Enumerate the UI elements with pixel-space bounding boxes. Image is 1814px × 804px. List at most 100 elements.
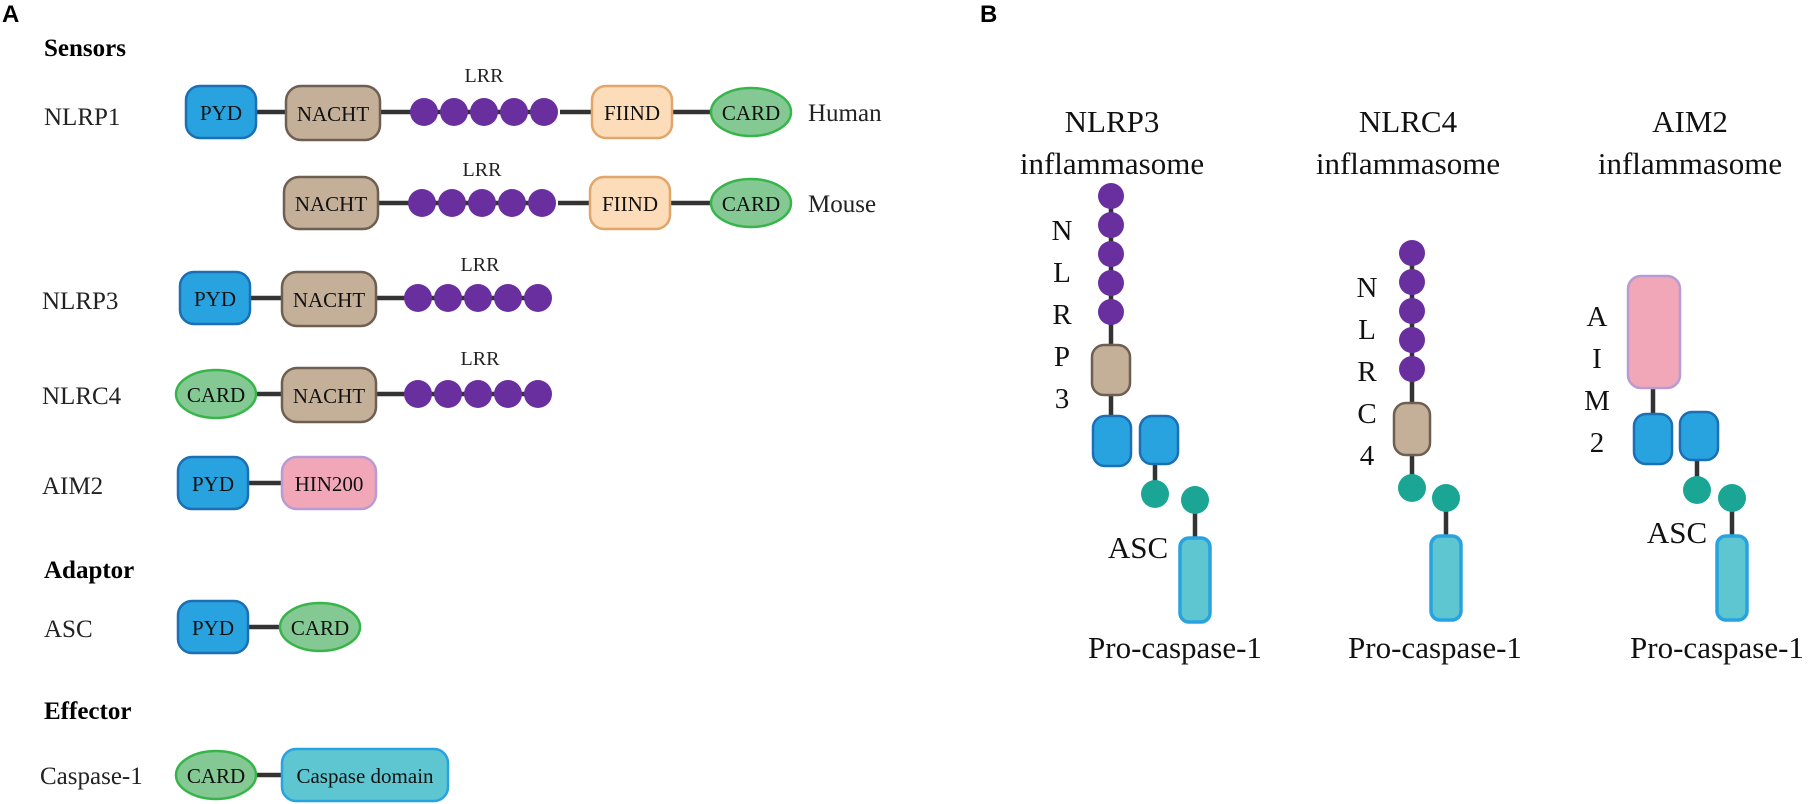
procaspase-label: Pro-caspase-1 (1348, 630, 1522, 665)
nlrc4-card (1398, 474, 1426, 502)
card-label: CARD (291, 616, 349, 640)
pyd-label: PYD (192, 472, 234, 496)
panel-a: Sensors NLRP1 PYD NACHT LRR FIIND (40, 35, 882, 803)
card-domain (174, 368, 258, 420)
vertical-letter: N (1052, 215, 1073, 247)
procaspase-body (1178, 536, 1212, 624)
species-mouse: Mouse (808, 191, 876, 218)
vertical-letter: M (1584, 385, 1610, 417)
heading-effector: Effector (44, 698, 131, 725)
nlrp1-human-row: NLRP1 PYD NACHT LRR FIIND CARD Human (44, 65, 882, 142)
pyd-label: PYD (194, 287, 236, 311)
complex-name: NLRC4 (1359, 104, 1458, 139)
hin200-domain (280, 455, 378, 511)
caspase1-row: Caspase-1 CARD Caspase domain (40, 747, 450, 803)
card-label: CARD (187, 764, 245, 788)
row-label-nlrp3: NLRP3 (42, 288, 118, 315)
card-domain (278, 601, 362, 653)
pyd-domain (1632, 412, 1674, 466)
panel-b: NLRP3 inflammasome N L R P 3 (1020, 104, 1804, 665)
vertical-letter: 4 (1360, 440, 1375, 472)
card-domain (709, 177, 793, 229)
asc-card (1683, 476, 1711, 504)
vertical-letter: L (1053, 257, 1071, 289)
pyd-domain (176, 455, 250, 511)
fiind-label: FIIND (604, 101, 660, 125)
complex-suffix: inflammasome (1020, 146, 1204, 181)
vertical-letter: P (1054, 341, 1070, 373)
lrr-domain (404, 380, 552, 408)
procaspase-body (1429, 534, 1463, 622)
nlrp3-inflammasome: NLRP3 inflammasome N L R P 3 (1020, 104, 1262, 665)
asc-label: ASC (1108, 530, 1168, 565)
hin200-label: HIN200 (295, 472, 364, 496)
nlrp3-row: NLRP3 PYD NACHT LRR (42, 254, 552, 328)
card-label: CARD (187, 383, 245, 407)
vertical-letter: R (1052, 299, 1072, 331)
asc-pyd-domain (1678, 410, 1720, 462)
procaspase-body (1715, 534, 1749, 622)
vertical-letter: 2 (1590, 427, 1605, 459)
lrr-domain (408, 189, 556, 217)
lrr-domain (410, 98, 558, 126)
nacht-domain (280, 270, 378, 328)
pyd-domain (178, 270, 252, 326)
nacht-domain (1090, 343, 1132, 397)
nacht-label: NACHT (295, 192, 368, 216)
nacht-label: NACHT (293, 384, 366, 408)
hin200-domain (1626, 274, 1682, 390)
complex-name: NLRP3 (1065, 104, 1160, 139)
heading-sensors: Sensors (44, 35, 126, 62)
vertical-letter: L (1358, 314, 1376, 346)
caspase-card (1718, 484, 1746, 512)
vertical-letter: R (1357, 356, 1377, 388)
species-human: Human (808, 100, 882, 127)
card-domain (174, 749, 258, 801)
pyd-domain (1091, 414, 1133, 468)
caspase-card (1432, 484, 1460, 512)
caspase-domain (280, 747, 450, 803)
asc-row: ASC PYD CARD (44, 599, 362, 655)
nacht-label: NACHT (293, 288, 366, 312)
aim2-inflammasome: AIM2 inflammasome A I M 2 ASC Pro-caspas… (1584, 104, 1804, 665)
asc-label: ASC (1647, 515, 1707, 550)
lrr-chain (1098, 183, 1124, 325)
asc-pyd-domain (1138, 414, 1180, 466)
vertical-letter: I (1592, 343, 1602, 375)
card-label: CARD (722, 192, 780, 216)
row-label-caspase1: Caspase-1 (40, 763, 143, 790)
nlrc4-inflammasome: NLRC4 inflammasome N L R C 4 Pro-caspase… (1316, 104, 1522, 665)
row-label-nlrc4: NLRC4 (42, 383, 122, 410)
pyd-domain (184, 84, 258, 140)
complex-suffix: inflammasome (1598, 146, 1782, 181)
panel-a-label: A (2, 1, 19, 28)
nacht-domain (282, 175, 380, 231)
pyd-label: PYD (200, 101, 242, 125)
pyd-label: PYD (192, 616, 234, 640)
procaspase-label: Pro-caspase-1 (1630, 630, 1804, 665)
row-label-asc: ASC (44, 616, 93, 643)
nacht-domain (284, 84, 382, 142)
row-label-aim2: AIM2 (42, 473, 103, 500)
vertical-letter: 3 (1055, 383, 1070, 415)
nacht-label: NACHT (297, 102, 370, 126)
lrr-chain (1399, 240, 1425, 382)
nlrc4-row: NLRC4 CARD NACHT LRR (42, 348, 552, 424)
lrr-domain (404, 284, 552, 312)
nlrp1-mouse-row: NACHT LRR FIIND CARD Mouse (282, 159, 876, 231)
lrr-label: LRR (461, 254, 501, 276)
nacht-domain (1392, 401, 1432, 457)
lrr-label: LRR (461, 348, 501, 370)
vertical-letter: N (1357, 272, 1378, 304)
procaspase-label: Pro-caspase-1 (1088, 630, 1262, 665)
vertical-letter: C (1357, 398, 1376, 430)
aim2-row: AIM2 PYD HIN200 (42, 455, 378, 511)
lrr-label: LRR (463, 159, 503, 181)
card-label: CARD (722, 101, 780, 125)
pyd-domain (176, 599, 250, 655)
caspase-card (1181, 486, 1209, 514)
lrr-label: LRR (465, 65, 505, 87)
card-domain (709, 86, 793, 138)
fiind-label: FIIND (602, 192, 658, 216)
